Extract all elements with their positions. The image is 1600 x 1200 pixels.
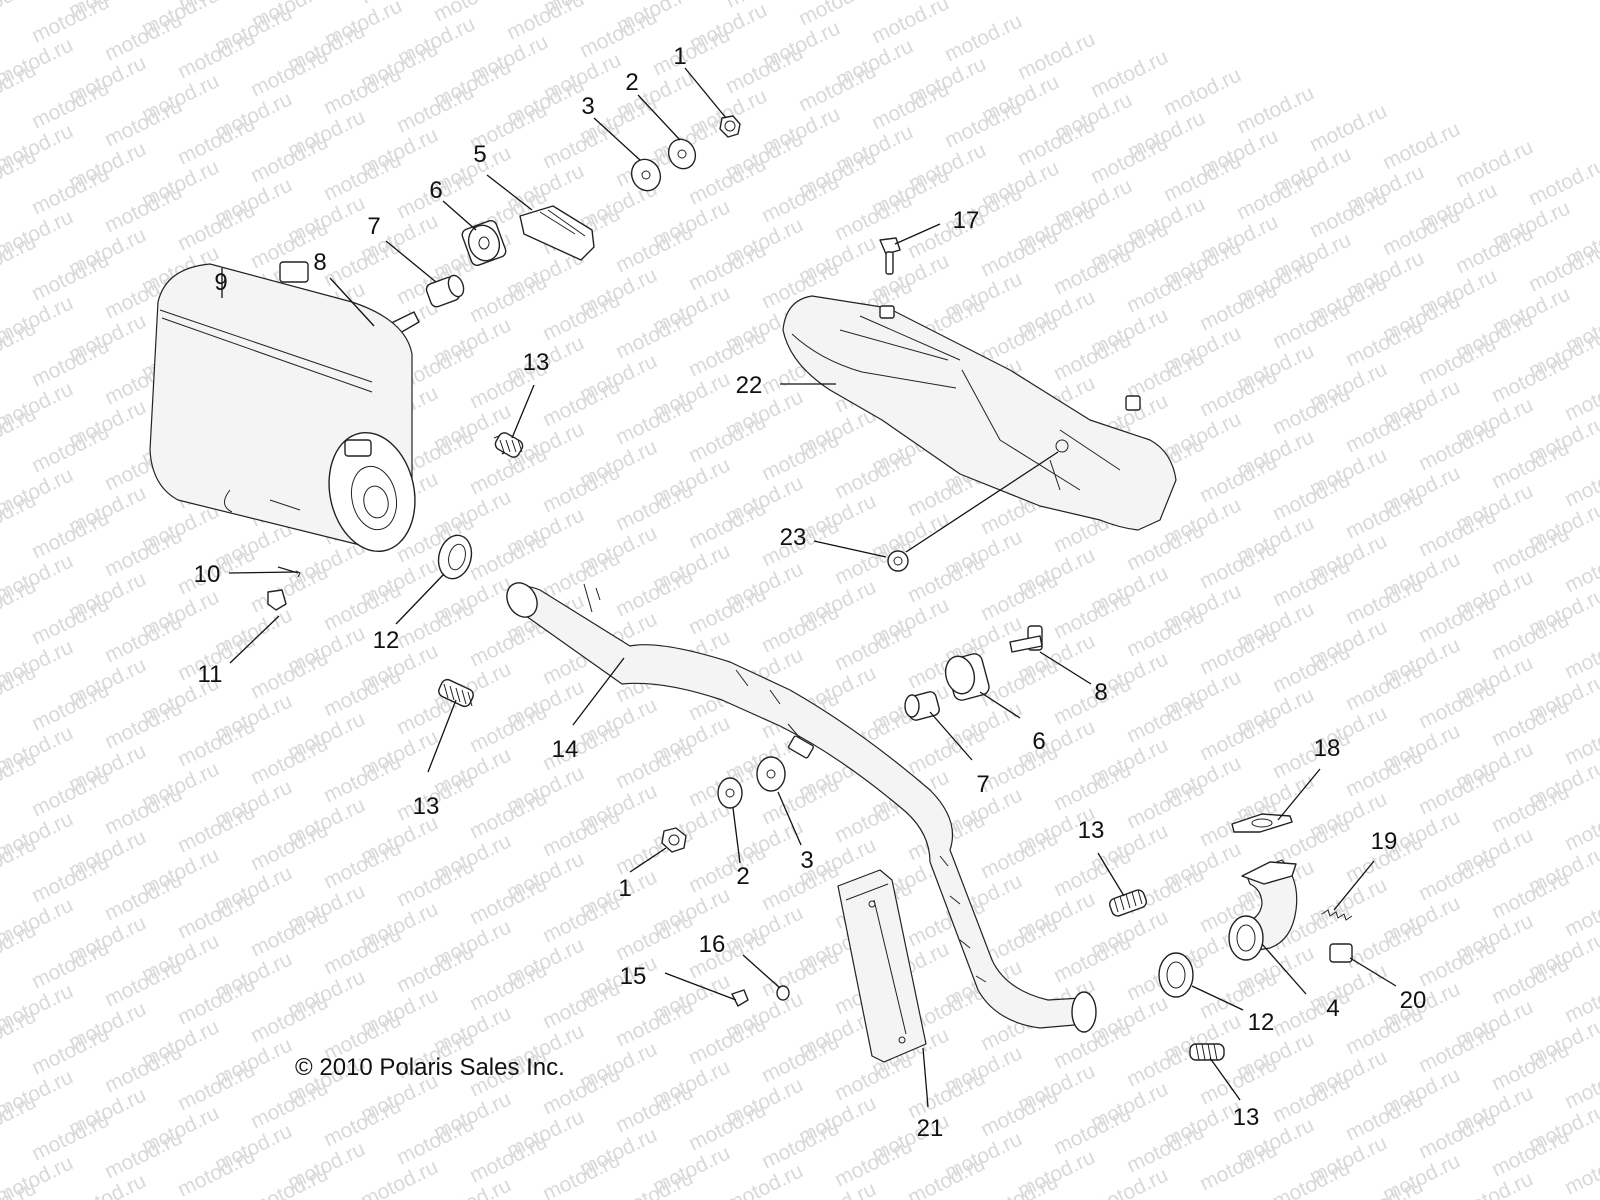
- watermark-text: motod.ru: [1452, 135, 1537, 192]
- part-gasket-right: [1158, 952, 1194, 998]
- part-flange-gasket: [1231, 813, 1293, 833]
- watermark-text: motod.ru: [1014, 27, 1099, 84]
- callout-5: 5: [473, 141, 486, 168]
- part-bolt-right: [1009, 625, 1043, 653]
- watermark-text: motod.ru: [1379, 117, 1464, 174]
- watermark-text: motod.ru: [977, 1170, 1062, 1200]
- part-sleeve-right: [904, 691, 940, 721]
- callout-12-left: 12: [373, 627, 400, 654]
- callout-13-right: 13: [1078, 817, 1105, 844]
- callout-11: 11: [198, 661, 223, 688]
- callout-4: 4: [1326, 995, 1339, 1022]
- callout-23: 23: [780, 524, 807, 551]
- callout-15: 15: [620, 963, 647, 990]
- part-sleeve-top: [425, 274, 465, 308]
- callout-18: 18: [1314, 735, 1341, 762]
- watermark-text: motod.ru: [1087, 45, 1172, 102]
- callout-10: 10: [194, 561, 221, 588]
- watermark-text: motod.ru: [904, 1152, 989, 1200]
- part-heat-shield: [782, 295, 1177, 531]
- callout-12-right: 12: [1248, 1009, 1275, 1036]
- callout-2-top: 2: [625, 69, 638, 96]
- callout-7-top: 7: [367, 213, 380, 240]
- watermark-text: motod.ru: [1269, 1156, 1354, 1200]
- part-spring-right: [1108, 889, 1148, 917]
- callout-9: 9: [214, 269, 227, 296]
- callout-19: 19: [1371, 828, 1398, 855]
- watermark-text: motod.ru: [1160, 63, 1245, 120]
- callout-22: 22: [736, 372, 763, 399]
- watermark-text: motod.ru: [503, 0, 588, 44]
- part-bracket-plate: [519, 205, 595, 261]
- watermark-text: motod.ru: [941, 9, 1026, 66]
- part-spring-top: [493, 432, 524, 458]
- callout-8-right: 8: [1094, 679, 1107, 706]
- watermark-text: motod.ru: [1233, 81, 1318, 138]
- part-bushing: [1329, 943, 1353, 963]
- part-clip: [267, 589, 287, 611]
- part-elbow-pipe: [1228, 859, 1298, 961]
- part-spring-bottom: [1189, 1043, 1225, 1061]
- watermark-text: motod.ru: [1306, 99, 1391, 156]
- callout-21: 21: [917, 1115, 944, 1142]
- part-nut-lower: [661, 827, 687, 853]
- part-washer-small: [776, 985, 790, 1001]
- watermark-text: motod.ru: [868, 0, 953, 48]
- callout-2-lower: 2: [736, 863, 749, 890]
- part-gasket-left: [437, 534, 473, 580]
- part-head-pipe: [506, 582, 1097, 1033]
- callout-20: 20: [1400, 987, 1427, 1014]
- part-nut-23: [887, 550, 909, 572]
- callout-6-right: 6: [1032, 728, 1045, 755]
- callout-13-top: 13: [523, 349, 550, 376]
- callout-3-lower: 3: [800, 847, 813, 874]
- part-grommet-top: [461, 219, 507, 267]
- watermark-text: motod.ru: [1561, 1142, 1600, 1199]
- part-bolt-small: [731, 989, 749, 1007]
- callout-1-lower: 1: [618, 875, 631, 902]
- part-washer-lower: [717, 777, 743, 809]
- callout-labels: 1 2 3 5 6 7 8 9 13 10 11 12 13 14 17 22 …: [194, 43, 1427, 1142]
- part-washer-large-top: [630, 158, 662, 192]
- callout-6-top: 6: [429, 177, 442, 204]
- part-spring-left: [438, 678, 474, 708]
- part-washer-large-lower: [756, 756, 786, 792]
- callout-13-bottom: 13: [1233, 1104, 1260, 1131]
- part-spring-small: [1321, 909, 1353, 921]
- callout-13-left: 13: [413, 793, 440, 820]
- callout-1-top: 1: [673, 43, 686, 70]
- watermark-text: motod.ru: [28, 0, 113, 47]
- callout-8-top: 8: [313, 249, 326, 276]
- part-grommet-right: [944, 653, 990, 701]
- callout-3-top: 3: [581, 93, 594, 120]
- leader-lines: [221, 67, 1397, 1108]
- part-bolt-17: [879, 237, 901, 275]
- watermark-text: motod.ru: [612, 1166, 697, 1200]
- callout-14: 14: [552, 736, 579, 763]
- part-nut-top: [719, 115, 741, 138]
- callout-16: 16: [699, 931, 726, 958]
- copyright-text: © 2010 Polaris Sales Inc.: [295, 1054, 565, 1081]
- part-muffler: [149, 261, 416, 553]
- part-washer-top: [667, 138, 697, 170]
- callout-7-right: 7: [976, 771, 989, 798]
- watermark-text: motod.ru: [247, 1162, 332, 1200]
- part-shield-plate: [837, 869, 927, 1063]
- callout-17: 17: [953, 207, 980, 234]
